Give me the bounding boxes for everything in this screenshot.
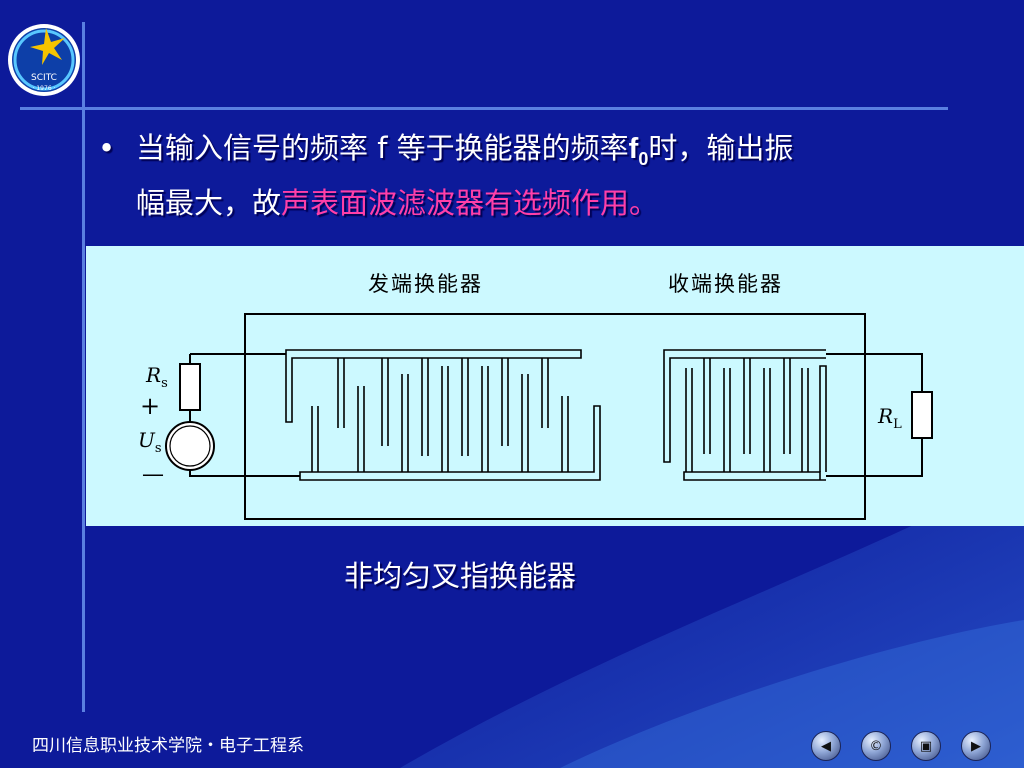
- idt-circuit-diagram: [165, 313, 933, 520]
- rl-resistor: [911, 391, 933, 439]
- school-logo: SCITC · 1976 ·: [4, 20, 84, 100]
- prev-slide-button[interactable]: ◀: [811, 731, 841, 761]
- arrow-left-icon: ◀: [821, 738, 831, 754]
- footer-institution: 四川信息职业技术学院・电子工程系: [32, 736, 304, 756]
- figure-panel: 发端换能器 收端换能器: [86, 246, 1024, 526]
- f0-symbol: f0: [628, 133, 649, 169]
- rl-label: RL: [878, 404, 902, 432]
- home-button[interactable]: ©: [861, 731, 891, 761]
- menu-icon: ▣: [919, 738, 933, 754]
- bullet-paragraph: 当输入信号的频率 f 等于换能器的频率f0时，输出振 幅最大，故声表面波滤波器有…: [136, 126, 956, 225]
- minus-sign: —: [142, 462, 164, 487]
- us-label: Us: [138, 428, 162, 456]
- arrow-right-icon: ▶: [971, 738, 981, 754]
- horizontal-rule: [20, 107, 948, 110]
- substrate-outline: [244, 313, 866, 520]
- us-source: [165, 421, 215, 471]
- rs-label: Rs: [146, 363, 168, 391]
- line1-after: 时，输出振: [648, 131, 794, 165]
- vertical-rule: [82, 22, 85, 712]
- plus-sign: +: [140, 392, 161, 420]
- rs-resistor: [179, 363, 201, 411]
- wire-bottom-right: [826, 438, 923, 477]
- wire-top-left: [189, 353, 286, 364]
- wire-bottom-left: [189, 470, 300, 477]
- wire-top-right: [826, 353, 923, 392]
- next-slide-button[interactable]: ▶: [961, 731, 991, 761]
- bullet-marker: •: [98, 131, 116, 165]
- rx-idt-electrodes: [663, 349, 827, 481]
- logo-year: · 1976 ·: [33, 85, 56, 92]
- menu-button[interactable]: ▣: [911, 731, 941, 761]
- tx-idt-electrodes: [285, 349, 601, 481]
- logo-text: SCITC: [31, 73, 57, 83]
- figure-caption: 非均匀叉指换能器: [344, 559, 577, 593]
- home-icon: ©: [869, 738, 883, 754]
- line1-before: 当输入信号的频率 f 等于换能器的频率: [136, 131, 629, 165]
- rx-transducer-label: 收端换能器: [668, 272, 783, 296]
- line2-before: 幅最大，故: [136, 185, 282, 220]
- line2-highlight: 声表面波滤波器有选频作用。: [281, 185, 659, 220]
- tx-transducer-label: 发端换能器: [368, 272, 483, 296]
